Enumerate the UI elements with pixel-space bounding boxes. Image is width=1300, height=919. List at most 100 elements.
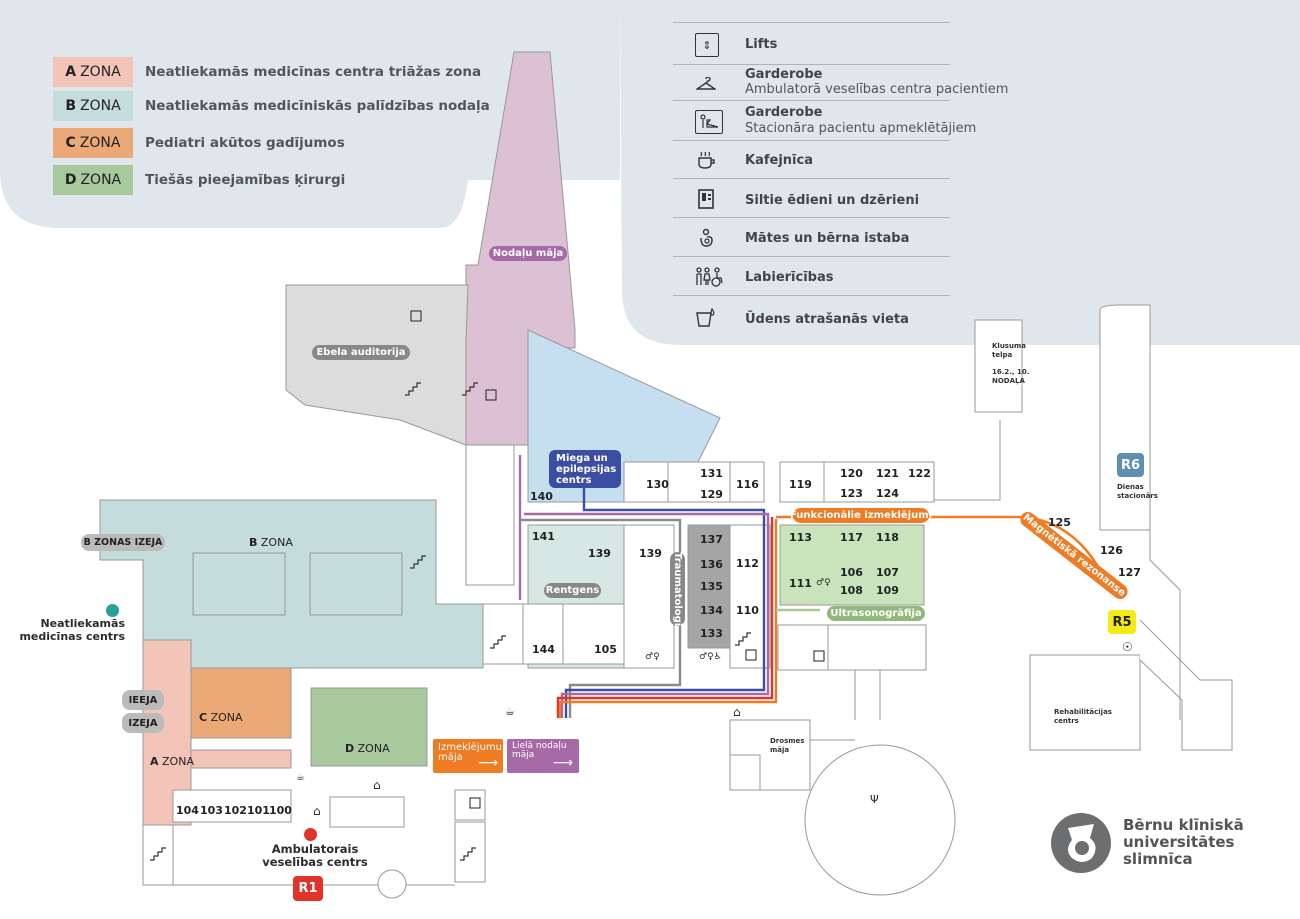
zone-description-d: Tiešās pieejamības ķirurgi [145,172,346,188]
label-ambulatorais: Ambulatorais veselības centrs [262,842,368,869]
legend-row-mates: Mātes un bērna istaba [673,217,950,257]
c-zona-area [190,667,292,739]
map-b-zona: B ZONA [249,536,293,549]
label-ebela: Ebela auditorija [312,345,410,360]
mother-child-icon [695,227,717,249]
nav-izmeklejumu-maja[interactable]: Izmeklējumu māja [433,739,503,773]
room: 124 [876,487,899,500]
mother-child-icon: ☉ [1122,640,1133,654]
vending-machine-icon [695,188,717,210]
room: 134 [700,604,723,617]
label-nodalu-maja: Nodaļu māja [489,246,567,261]
legend-title: Mātes un bērna istaba [745,231,910,246]
exit-b-zona[interactable]: B ZONAS IZEJA [81,534,165,551]
entrance-r1[interactable]: R1 [293,876,323,901]
hanger-icon: ⌂ [313,804,321,818]
room: 113 [789,531,812,544]
zone-description-c: Pediatri akūtos gadījumos [145,135,345,151]
room: 111 [789,577,812,590]
restroom-icon: ♂♀ [816,578,831,588]
restroom-icon [695,266,725,288]
person-hanger-icon [695,110,723,134]
room: 125 [1048,516,1071,529]
room: 108 [840,584,863,597]
legend-row-udens: Ūdens atrašanās vieta [673,295,950,336]
water-icon [695,307,717,329]
arrow-right-icon: ⟶ [553,755,574,771]
label-klusuma-sub: 16.2., 10. NODAĻA [992,368,1030,385]
hanger-icon: ⌂ [373,778,381,792]
room: 120 [840,467,863,480]
legend-row-lifts: ⇕ Lifts [673,22,950,65]
coffee-cup-icon: ☕ [505,705,515,718]
legend-row-labiericibas: Labierīcības [673,256,950,296]
elevator-icon: ⇕ [695,33,719,57]
room: 139 [588,547,611,560]
restroom-icon: ♂♀ [645,652,660,662]
room: 116 [736,478,759,491]
label-dienas: Dienas stacionārs [1117,483,1158,500]
label-rehab: Rehabilitācijas centrs [1054,708,1112,725]
d-zona-area [310,687,428,767]
funkcionalie-area [779,524,925,606]
nav-liela-nodalu-maja[interactable]: Lielā nodaļu māja [507,739,579,773]
entrance-r6[interactable]: R6 [1117,453,1144,477]
entrance-r5[interactable]: R5 [1108,610,1136,634]
label-ultrasonografija: Ultrasonogrāfija [827,606,925,621]
legend-background [0,0,1300,345]
logo-text: Bērnu klīniskā universitātes slimnīca [1123,817,1244,868]
room: 104 [176,804,199,817]
legend-title: Kafejnīca [745,153,813,168]
entrance-ieeja[interactable]: IEEJA [122,690,164,710]
room: 131 [700,467,723,480]
room: 102 [224,804,247,817]
traumatologi-rooms [687,524,731,649]
label-drosmes: Drosmes māja [770,737,805,754]
room: 103 [200,804,223,817]
room: 122 [908,467,931,480]
room: 121 [876,467,899,480]
room: 136 [700,558,723,571]
room: 101 [247,804,270,817]
room: 110 [736,604,759,617]
hanger-icon: ⌂ [733,705,741,719]
room: 123 [840,487,863,500]
legend-title: Garderobe [745,67,823,82]
legend-subtitle: Ambulatorā veselības centra pacientiem [745,82,1009,97]
legend-title: Labierīcības [745,270,834,285]
label-miega: Miega un epilepsijas centrs [549,450,621,488]
room: 119 [789,478,812,491]
room: 137 [700,533,723,546]
legend-title: Lifts [745,37,778,52]
logo-line: slimnīca [1123,850,1193,868]
map-a-zona: A ZONA [150,755,194,768]
hanger-icon [695,73,717,95]
location-marker-icon [106,604,119,617]
room: 107 [876,566,899,579]
legend-title: Ūdens atrašanās vieta [745,312,909,327]
room: 127 [1118,566,1141,579]
arrow-right-icon: ⟶ [478,755,499,771]
zone-description-a: Neatliekamās medicīnas centra triāžas zo… [145,64,482,80]
room: 135 [700,580,723,593]
ebela-building [285,284,469,446]
location-marker-icon [304,828,317,841]
label-funkcionalie: Funkcionālie izmeklējumi [789,508,933,523]
b-zona-area [99,499,484,669]
exit-izeja[interactable]: IZEJA [122,713,164,733]
legend-subtitle: Stacionāra pacientu apmeklētājiem [745,121,977,136]
room: 129 [700,488,723,501]
cutlery-icon: Ψ [870,793,879,806]
room: 130 [646,478,669,491]
legend-row-siltie: Siltie ēdieni un dzērieni [673,178,950,218]
logo-line: universitātes [1123,833,1235,851]
room: 105 [594,643,617,656]
